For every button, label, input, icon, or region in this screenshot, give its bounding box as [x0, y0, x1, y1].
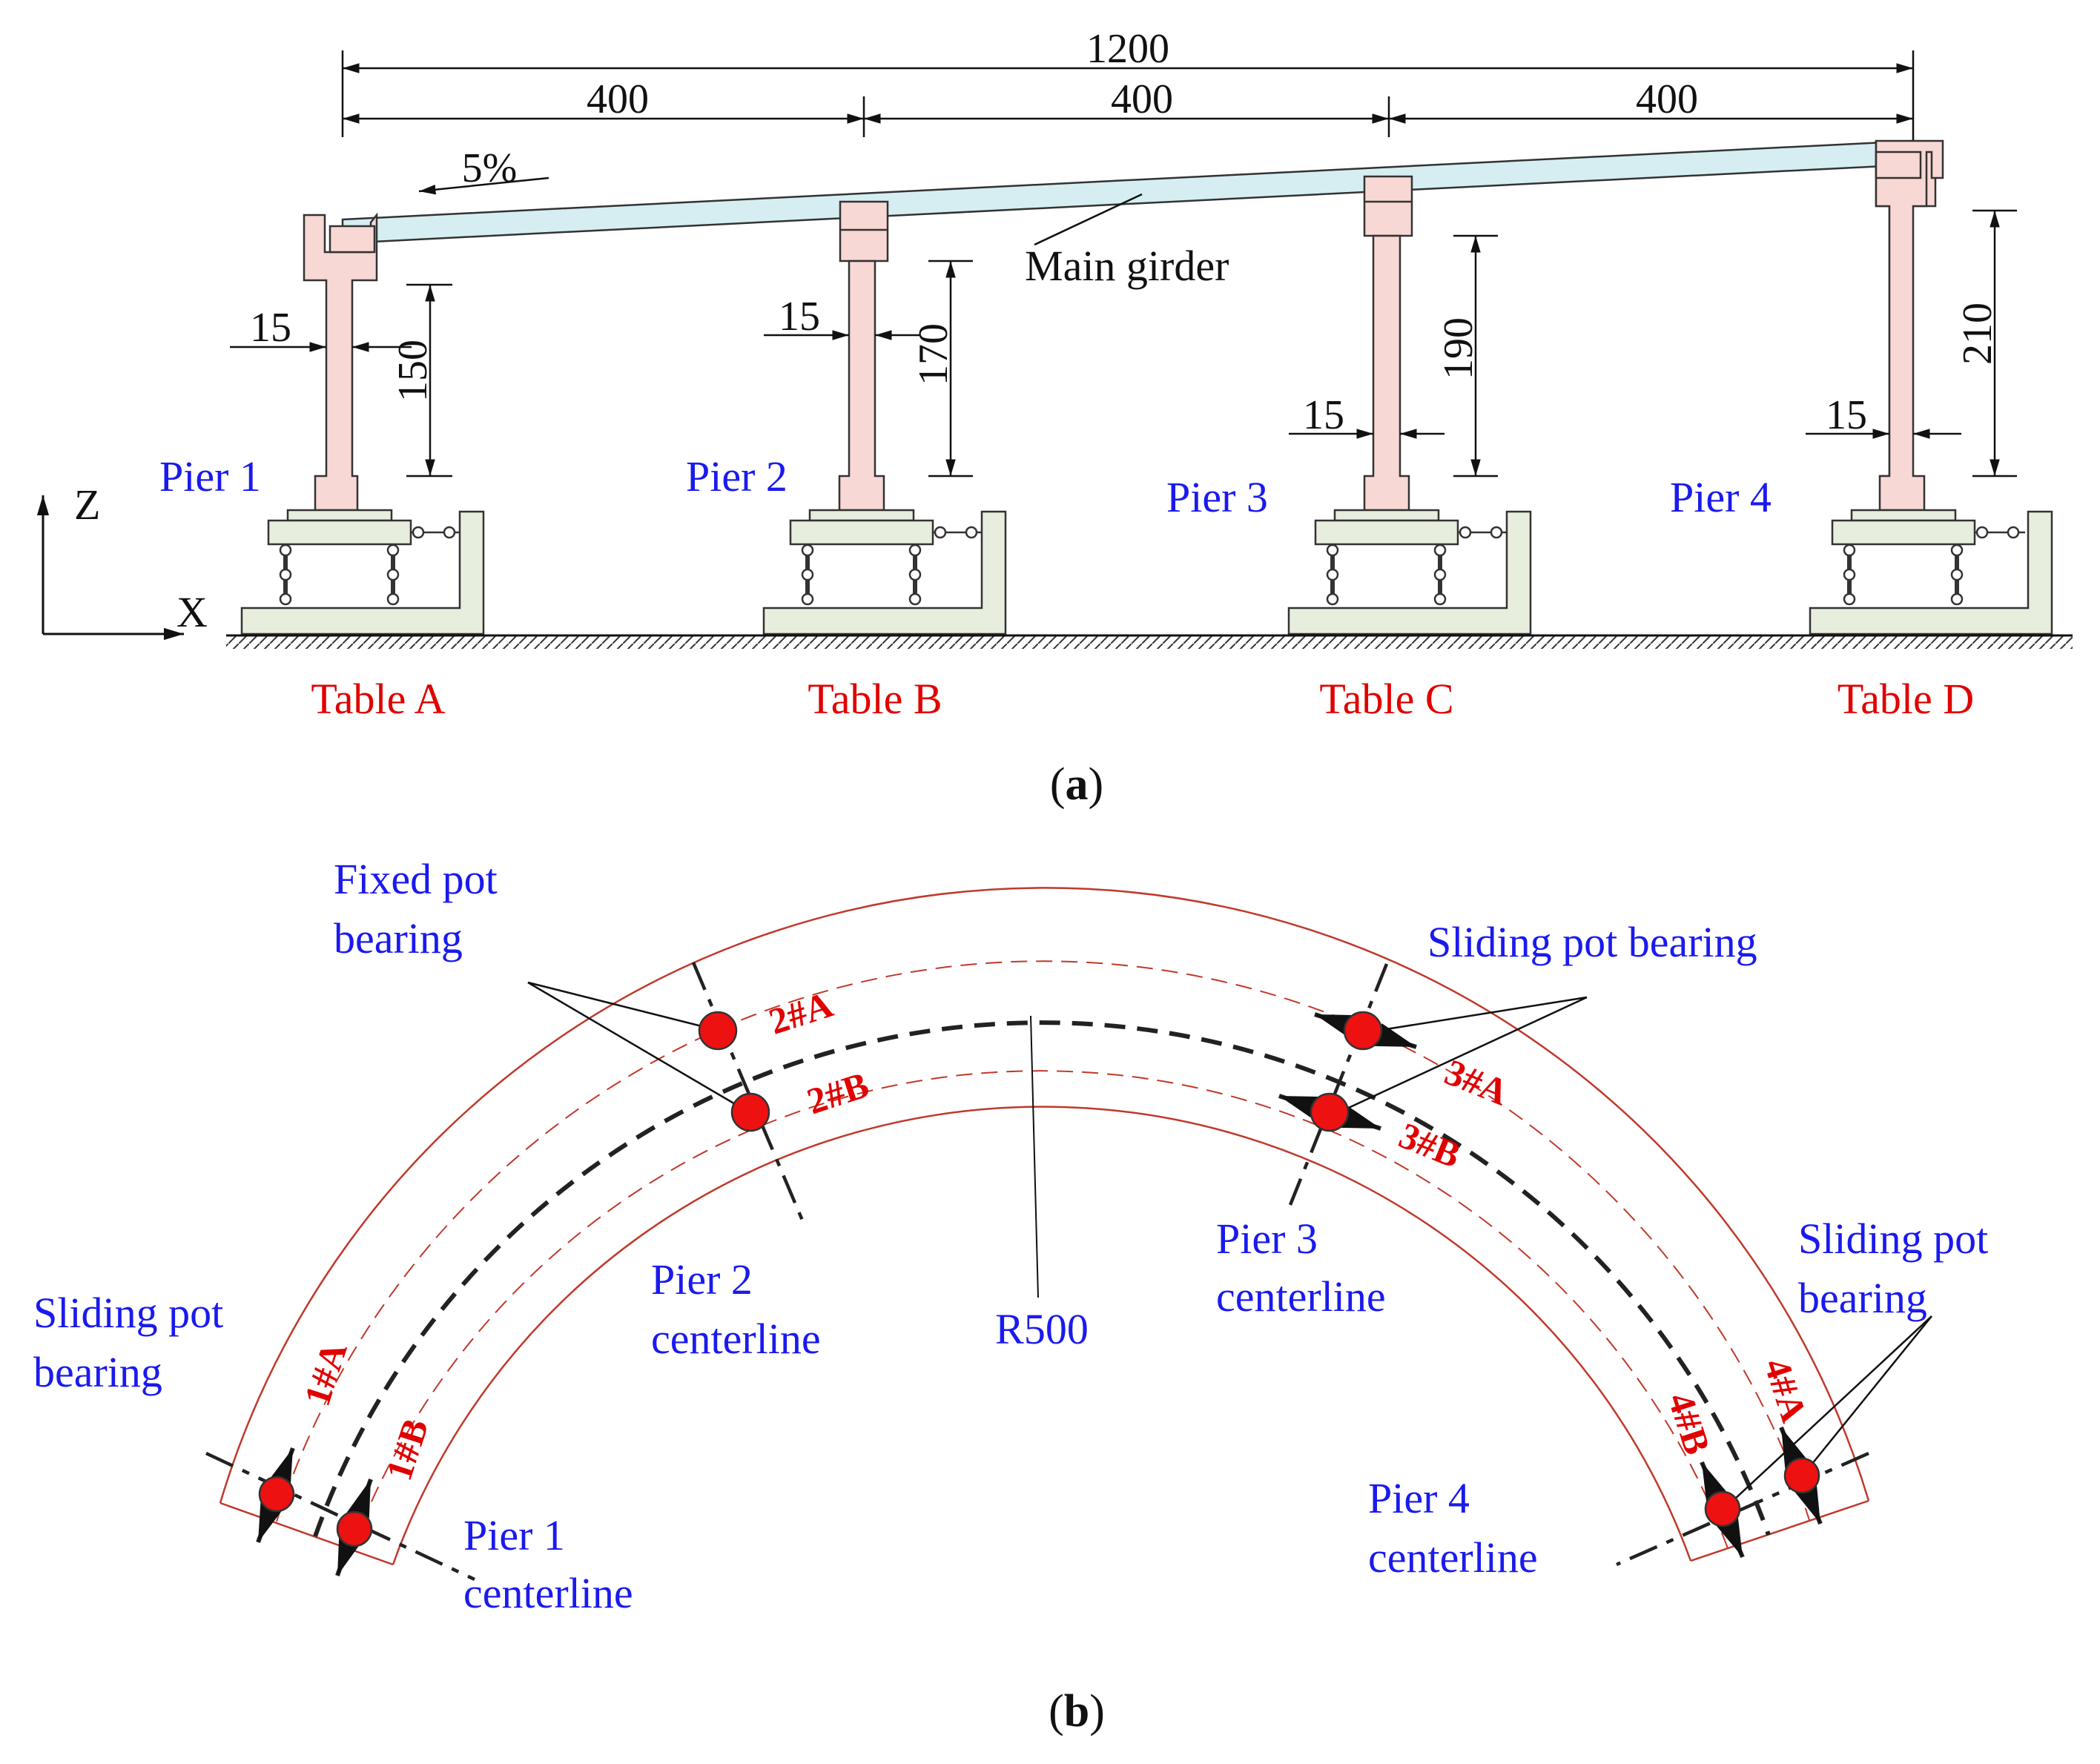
bearing-line-inner — [351, 1070, 1728, 1549]
table-d-label: Table D — [1838, 675, 1974, 723]
caption-a: (a) — [1050, 759, 1103, 810]
bearing-2b — [730, 1092, 770, 1132]
pier-3-label: Pier 3 — [1166, 473, 1268, 521]
caption-a-close: ) — [1089, 759, 1104, 810]
elevation-view: 1200 400 400 400 5% Main girder — [36, 26, 2073, 810]
ground — [226, 634, 2073, 649]
bearing-label-2b: 2#B — [802, 1063, 874, 1122]
deck-inner-edge — [392, 1106, 1692, 1565]
axis-z-label: Z — [74, 480, 100, 529]
bearing-label-1b: 1#B — [377, 1413, 436, 1485]
axis-indicator — [36, 495, 184, 641]
girder-leader — [1034, 193, 1143, 246]
fixed-bearing-label-2: bearing — [334, 914, 463, 962]
radius-label: R500 — [995, 1305, 1089, 1353]
girder-label: Main girder — [1025, 242, 1229, 290]
pier-2-height: 170 — [911, 323, 957, 386]
dim-span-2: 400 — [1111, 76, 1173, 122]
dim-total: 1200 — [1086, 26, 1169, 72]
radius-leader — [1030, 1015, 1039, 1298]
pier-3-structure — [1363, 175, 1413, 512]
pier-4-centerline-label-2: centerline — [1368, 1533, 1538, 1582]
caption-a-open: ( — [1050, 759, 1066, 810]
caption-a-letter: a — [1066, 759, 1089, 810]
deck-centerline — [313, 1020, 1771, 1538]
plan-view: R500 — [33, 855, 1988, 1737]
table-a-structure — [240, 509, 485, 635]
caption-b-letter: b — [1064, 1686, 1089, 1737]
pier-3-width: 15 — [1303, 392, 1344, 438]
sliding-left-label-1: Sliding pot — [33, 1289, 223, 1337]
bearing-1a — [256, 1447, 295, 1544]
bearing-3b — [1278, 1092, 1381, 1132]
pier-3-height: 190 — [1436, 317, 1482, 380]
pier-3-centerline-label-2: centerline — [1216, 1272, 1386, 1321]
table-c-structure — [1287, 509, 1532, 635]
axis-x-label: X — [176, 588, 208, 636]
bearing-line-outer — [276, 960, 1810, 1522]
bearing-label-4b: 4#B — [1660, 1387, 1719, 1459]
pier-4-height: 210 — [1955, 303, 2001, 365]
pier-1-height: 150 — [390, 340, 436, 402]
dimension-lines — [341, 50, 1915, 195]
bearing-4a — [1779, 1426, 1823, 1525]
pier-1-label: Pier 1 — [159, 452, 261, 501]
bearing-1b — [335, 1479, 373, 1576]
sliding-right-label-1: Sliding pot — [1798, 1215, 1988, 1263]
table-c-label: Table C — [1319, 675, 1453, 723]
pier-4-centerline-label-1: Pier 4 — [1368, 1474, 1470, 1522]
pier-2-centerline-label-1: Pier 2 — [651, 1255, 753, 1304]
table-b-structure — [762, 509, 1007, 635]
pier-4-label: Pier 4 — [1670, 473, 1772, 521]
bearing-label-2a: 2#A — [764, 983, 837, 1043]
deck-outer-edge — [219, 887, 1870, 1504]
pier-centerlines — [205, 962, 1869, 1582]
pier-4-width: 15 — [1826, 392, 1867, 438]
pier-2-width: 15 — [779, 294, 820, 340]
dim-span-1: 400 — [587, 76, 649, 122]
caption-b-open: ( — [1049, 1686, 1064, 1737]
table-a-label: Table A — [311, 675, 445, 723]
bearing-label-1a: 1#A — [296, 1337, 355, 1410]
table-d-structure — [1809, 509, 2053, 635]
pier-dimensions — [230, 209, 2017, 478]
caption-b: (b) — [1049, 1686, 1105, 1737]
bearing-label-3b: 3#B — [1393, 1114, 1466, 1176]
sliding-right-label-2: bearing — [1798, 1274, 1927, 1322]
pier-2-centerline-label-2: centerline — [651, 1315, 821, 1363]
bearing-label-4a: 4#A — [1756, 1353, 1815, 1427]
pier-1-centerline-label-2: centerline — [463, 1569, 633, 1617]
bearing-2a — [698, 1011, 738, 1051]
pier-2-label: Pier 2 — [686, 452, 788, 501]
fixed-bearing-label-1: Fixed pot — [334, 855, 498, 903]
bearing-4b — [1700, 1461, 1745, 1559]
sliding-top-label: Sliding pot bearing — [1427, 918, 1757, 966]
slope-label: 5% — [462, 145, 518, 191]
dim-span-3: 400 — [1636, 76, 1698, 122]
pier-1-width: 15 — [250, 305, 291, 351]
table-b-label: Table B — [808, 675, 942, 723]
pier-4-structure — [1875, 139, 1944, 512]
bearing-label-3a: 3#A — [1439, 1051, 1514, 1113]
pier-3-centerline-label-1: Pier 3 — [1216, 1215, 1318, 1263]
caption-b-close: ) — [1089, 1686, 1105, 1737]
pier-2-structure — [838, 200, 889, 512]
main-girder — [341, 139, 1915, 245]
sliding-left-label-2: bearing — [33, 1348, 162, 1396]
pier-1-centerline-label-1: Pier 1 — [463, 1511, 565, 1559]
bearing-3a — [1314, 1011, 1417, 1051]
pier-1-structure — [303, 212, 378, 512]
